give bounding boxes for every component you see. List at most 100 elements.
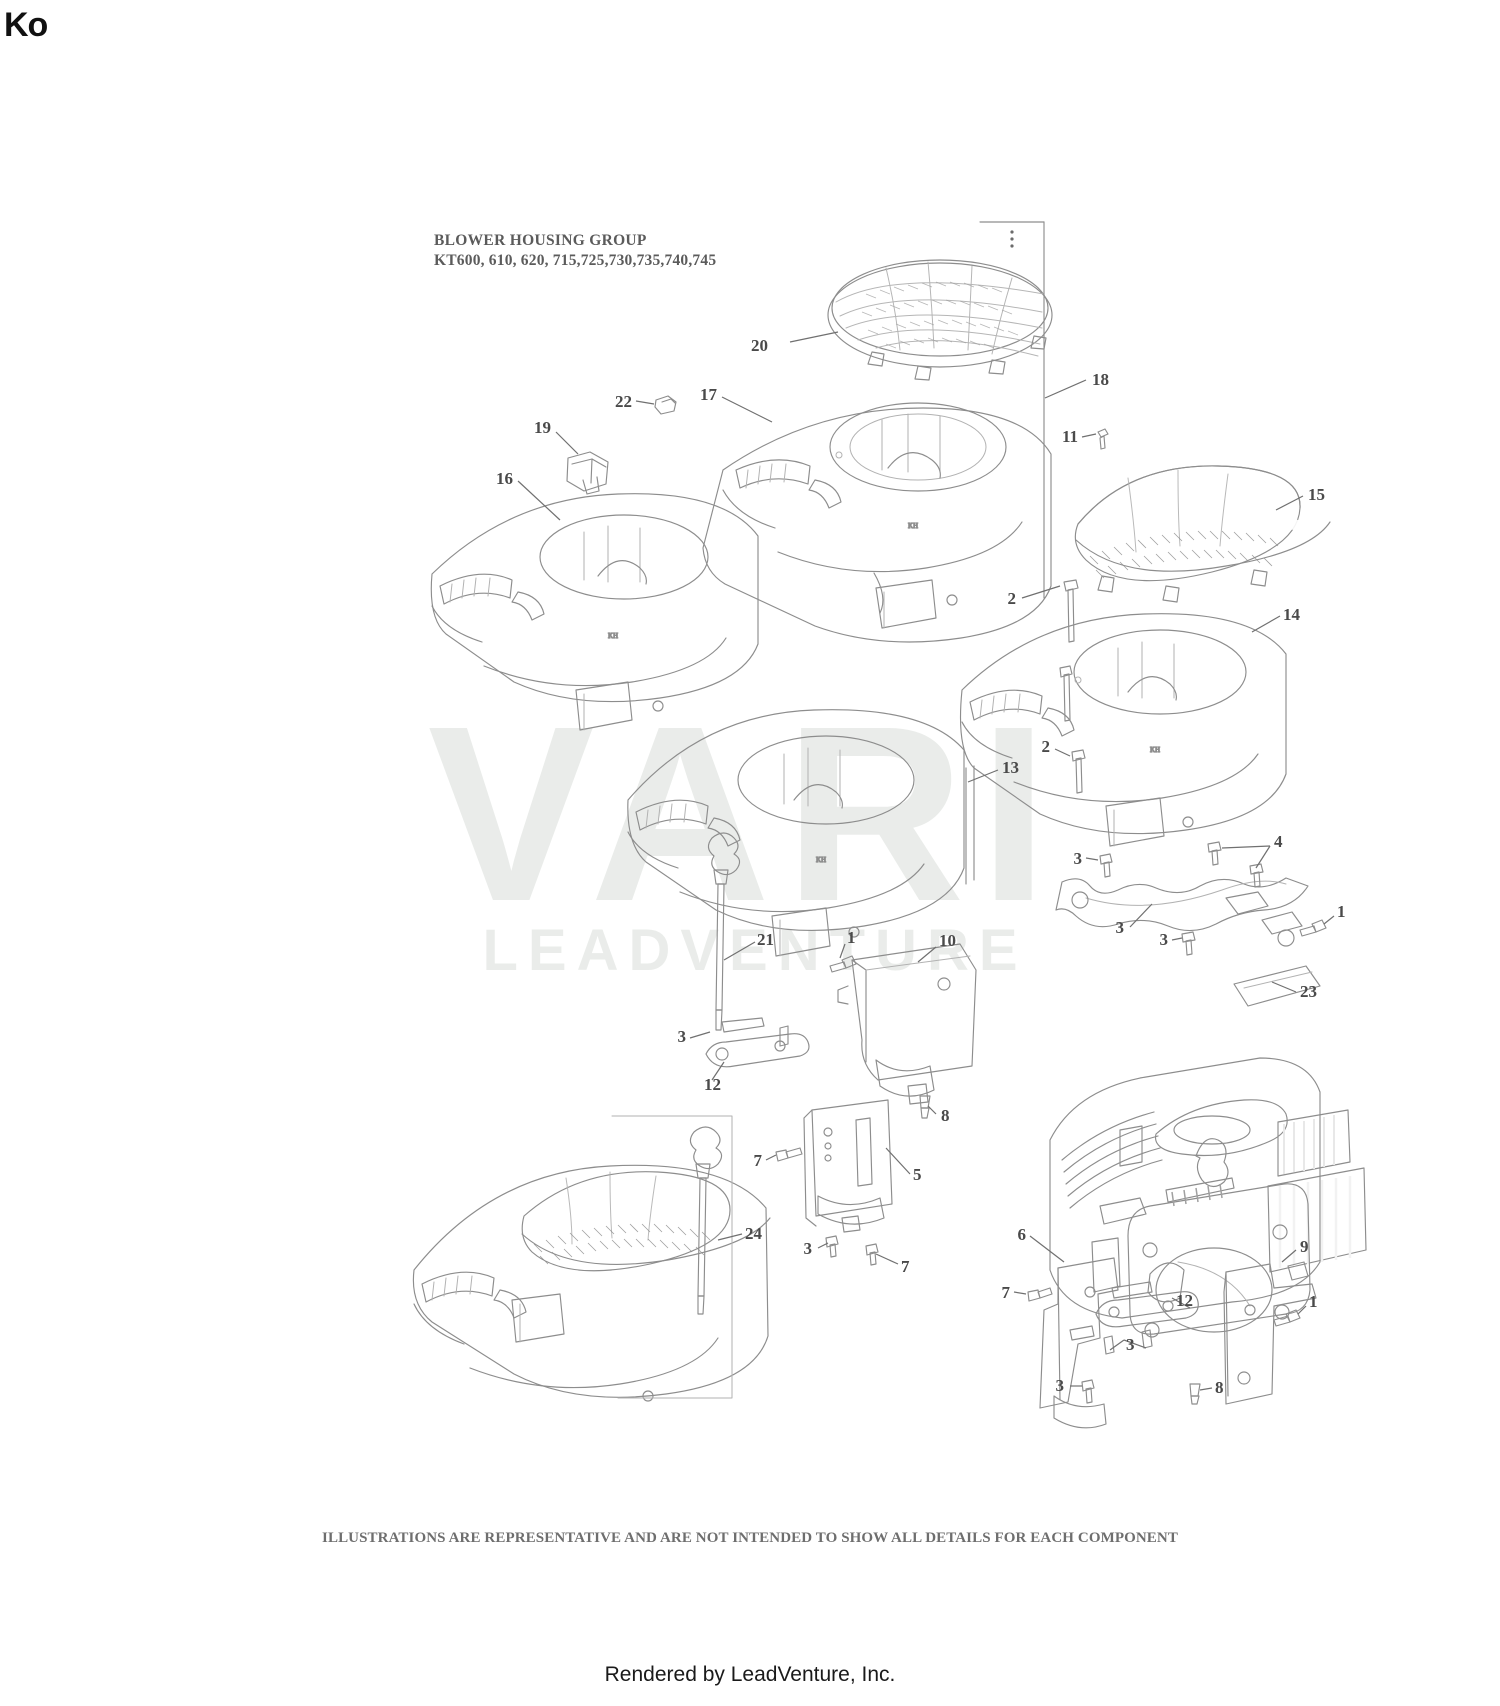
callout-14: 14 bbox=[1251, 605, 1301, 633]
part-16-blower-housing: KH bbox=[430, 493, 759, 731]
part-17-blower-housing: KH bbox=[702, 402, 1052, 643]
page-title: BLOWER HOUSING GROUP bbox=[434, 232, 647, 249]
callout-4: 3 bbox=[1116, 903, 1153, 937]
part-24-blower-housing-assembly bbox=[412, 1115, 771, 1402]
callout-11: 11 bbox=[1062, 427, 1097, 446]
callout-18-label: 18 bbox=[1092, 370, 1109, 389]
callout-3-left-bracket-label: 3 bbox=[1074, 849, 1083, 868]
part-11-screw bbox=[1097, 428, 1109, 450]
part-1-screw-bottom-right bbox=[1273, 1309, 1301, 1327]
callout-1-right: 1 bbox=[1323, 902, 1346, 925]
callout-18: 18 bbox=[1044, 370, 1109, 399]
part-1-screw-middle bbox=[829, 955, 857, 973]
callout-8-upper-label: 8 bbox=[941, 1106, 950, 1125]
part-3-screw-under-module bbox=[825, 1235, 839, 1258]
part-23-plate bbox=[1233, 965, 1321, 1007]
callout-12-left-label: 12 bbox=[704, 1075, 721, 1094]
callout-7-under-module: 7 bbox=[875, 1253, 910, 1276]
callout-7-left-label: 7 bbox=[754, 1151, 763, 1170]
callout-2-upper-label: 2 bbox=[1008, 589, 1017, 608]
part-12-link-bar-left bbox=[705, 1017, 810, 1068]
callout-12-right: 12 bbox=[1171, 1291, 1193, 1310]
brand-logo: Ko bbox=[4, 6, 48, 44]
callout-13-label: 13 bbox=[1002, 758, 1019, 777]
part-1-screw-right bbox=[1299, 919, 1327, 937]
callout-19: 19 bbox=[534, 418, 579, 455]
callout-2-upper: 2 bbox=[1008, 585, 1061, 608]
callout-9-label: 9 bbox=[1300, 1237, 1309, 1256]
callout-17-label: 17 bbox=[700, 385, 718, 404]
callout-3-right-bracket-label: 4 bbox=[1274, 832, 1283, 851]
engine-block bbox=[1049, 1057, 1367, 1338]
callout-19-label: 19 bbox=[534, 418, 551, 437]
part-9-bracket-right bbox=[1223, 1261, 1317, 1405]
callout-6: 6 bbox=[1018, 1225, 1065, 1263]
callout-3-lower-bracket-label: 3 bbox=[1160, 930, 1169, 949]
callout-7-left: 7 bbox=[754, 1151, 777, 1170]
callout-23: 23 bbox=[1271, 981, 1317, 1001]
callout-24: 24 bbox=[717, 1224, 763, 1243]
callout-7-lower: 7 bbox=[1002, 1283, 1027, 1302]
part-13-blower-housing: KH bbox=[627, 709, 975, 957]
svg-text:KH: KH bbox=[908, 522, 918, 530]
callout-8-bottom: 8 bbox=[1199, 1378, 1224, 1397]
callout-2-lower-label: 2 bbox=[1042, 737, 1051, 756]
watermark-group: VARI LEADVENTURE bbox=[428, 674, 1049, 983]
callout-3-left-bracket: 3 bbox=[1074, 849, 1099, 868]
callout-11-label: 11 bbox=[1062, 427, 1078, 446]
disclaimer-text: ILLUSTRATIONS ARE REPRESENTATIVE AND ARE… bbox=[322, 1530, 1178, 1546]
part-8-screw-bottom bbox=[1189, 1383, 1201, 1405]
callout-10: 10 bbox=[917, 931, 956, 963]
callout-7-lower-label: 7 bbox=[1002, 1283, 1011, 1302]
callout-7-under-module-label: 7 bbox=[901, 1257, 910, 1276]
callout-14-label: 14 bbox=[1283, 605, 1301, 624]
part-7-screw-lower bbox=[1027, 1287, 1053, 1302]
callout-5-label: 5 bbox=[913, 1165, 922, 1184]
part-15-rotating-screen bbox=[1074, 465, 1331, 603]
callout-8-bottom-label: 8 bbox=[1215, 1378, 1224, 1397]
callout-2-lower: 2 bbox=[1042, 737, 1071, 757]
callout-8-upper: 8 bbox=[927, 1105, 950, 1125]
callout-3-bottom-label: 3 bbox=[1056, 1376, 1065, 1395]
footer-attribution: Rendered by LeadVenture, Inc. bbox=[604, 1663, 896, 1686]
part-3-screw-bottom bbox=[1081, 1379, 1095, 1404]
part-4-bracket bbox=[1055, 877, 1309, 947]
callout-13: 13 bbox=[967, 758, 1019, 783]
callout-21: 21 bbox=[723, 930, 774, 961]
part-8-screw-upper bbox=[919, 1095, 931, 1119]
callout-22-label: 22 bbox=[615, 392, 632, 411]
callout-1-right-label: 1 bbox=[1337, 902, 1346, 921]
callout-21-label: 21 bbox=[757, 930, 774, 949]
part-18-bracket bbox=[979, 221, 1045, 599]
callout-20-label: 20 bbox=[751, 336, 768, 355]
svg-text:KH: KH bbox=[816, 856, 826, 864]
part-22-clip bbox=[654, 395, 677, 415]
watermark-leadventure: LEADVENTURE bbox=[482, 918, 1027, 983]
callout-1-bottom-right-label: 1 bbox=[1309, 1292, 1318, 1311]
svg-text:KH: KH bbox=[608, 632, 618, 640]
callout-20: 20 bbox=[751, 331, 839, 355]
callout-9: 9 bbox=[1281, 1237, 1309, 1263]
callout-4-label: 3 bbox=[1116, 918, 1125, 937]
callout-3-bottom: 3 bbox=[1056, 1376, 1082, 1395]
part-20-rotating-screen bbox=[827, 259, 1053, 381]
callout-3-link-left-label: 3 bbox=[678, 1027, 687, 1046]
callout-3-lower-bracket: 3 bbox=[1160, 930, 1183, 949]
callout-17: 17 bbox=[700, 385, 773, 423]
callout-3-link-left: 3 bbox=[678, 1027, 711, 1046]
part-6-heat-shield bbox=[1039, 1257, 1119, 1429]
part-5-module bbox=[803, 1099, 893, 1233]
part-10-bracket bbox=[837, 943, 977, 1105]
callout-22: 22 bbox=[615, 392, 655, 411]
callout-3-under-module-label: 3 bbox=[804, 1239, 813, 1258]
page-subtitle: KT600, 610, 620, 715,725,730,735,740,745 bbox=[434, 252, 717, 269]
callout-24-label: 24 bbox=[745, 1224, 763, 1243]
svg-text:KH: KH bbox=[1150, 746, 1160, 754]
callout-1-middle-label: 1 bbox=[847, 928, 856, 947]
callout-16-label: 16 bbox=[496, 469, 513, 488]
part-14-blower-housing: KH bbox=[959, 613, 1287, 847]
part-2-screws bbox=[1059, 579, 1086, 794]
part-3-screws-bracket bbox=[1099, 841, 1264, 956]
